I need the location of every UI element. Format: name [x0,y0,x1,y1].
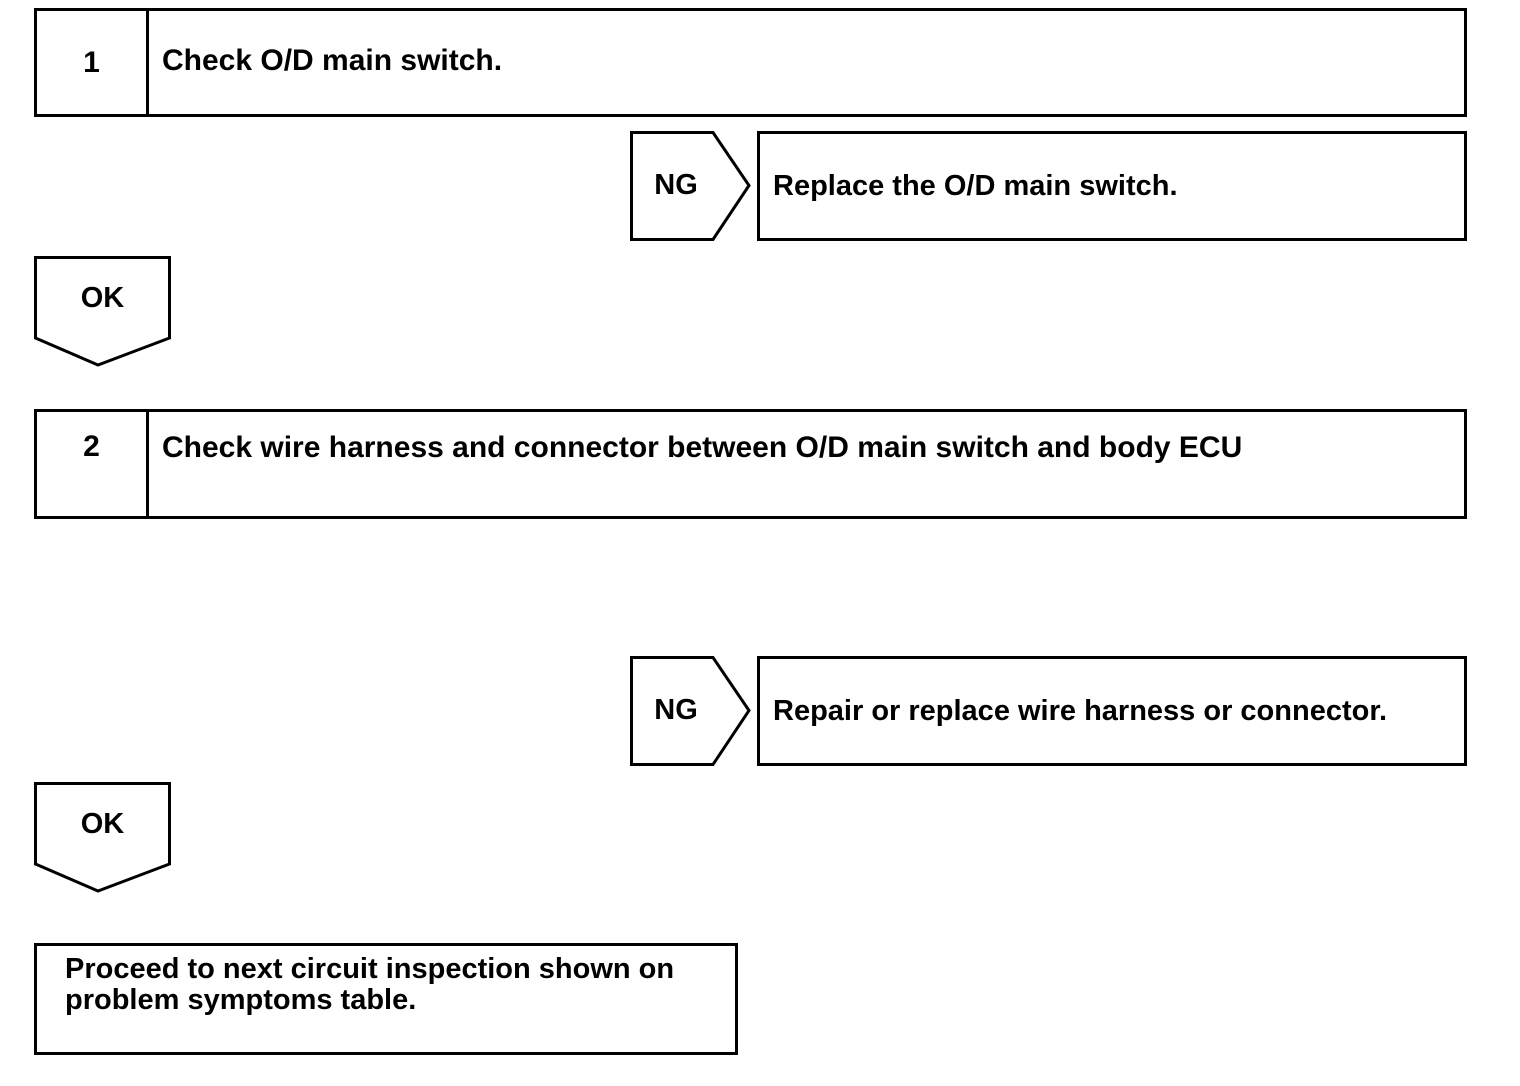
final-step-line-1: Proceed to next circuit inspection shown… [65,953,675,985]
ok-1-label: OK [80,282,125,314]
ng-arrow-shape [630,131,751,241]
final-step-box: Proceed to next circuit inspection shown… [34,943,738,1055]
step-2-number: 2 [37,412,149,516]
ng-2-arrow: NG [630,656,752,766]
ng-2-action-text: Repair or replace wire harness or connec… [773,695,1388,727]
step-2-text: Check wire harness and connector between… [162,431,1243,464]
final-step-line-2: problem symptoms table. [65,984,417,1016]
step-1-text: Check O/D main switch. [162,44,503,77]
ng-1-arrow: NG [630,131,752,241]
ng-2-label: NG [654,694,698,726]
step-1-box: 1 Check O/D main switch. [34,8,1467,117]
step-1-number: 1 [37,11,149,114]
ng-2-action-box: Repair or replace wire harness or connec… [757,656,1467,766]
ok-arrow-shape [34,782,171,893]
ok-2-arrow: OK [34,782,171,893]
ng-1-label: NG [654,169,698,201]
ok-1-arrow: OK [34,256,171,367]
ng-arrow-shape [630,656,751,766]
ok-arrow-shape [34,256,171,367]
ok-2-label: OK [80,808,125,840]
step-2-box: 2 Check wire harness and connector betwe… [34,409,1467,519]
ng-1-action-text: Replace the O/D main switch. [773,170,1178,202]
ng-1-action-box: Replace the O/D main switch. [757,131,1467,241]
final-step-text: Proceed to next circuit inspection shown… [65,954,725,1016]
